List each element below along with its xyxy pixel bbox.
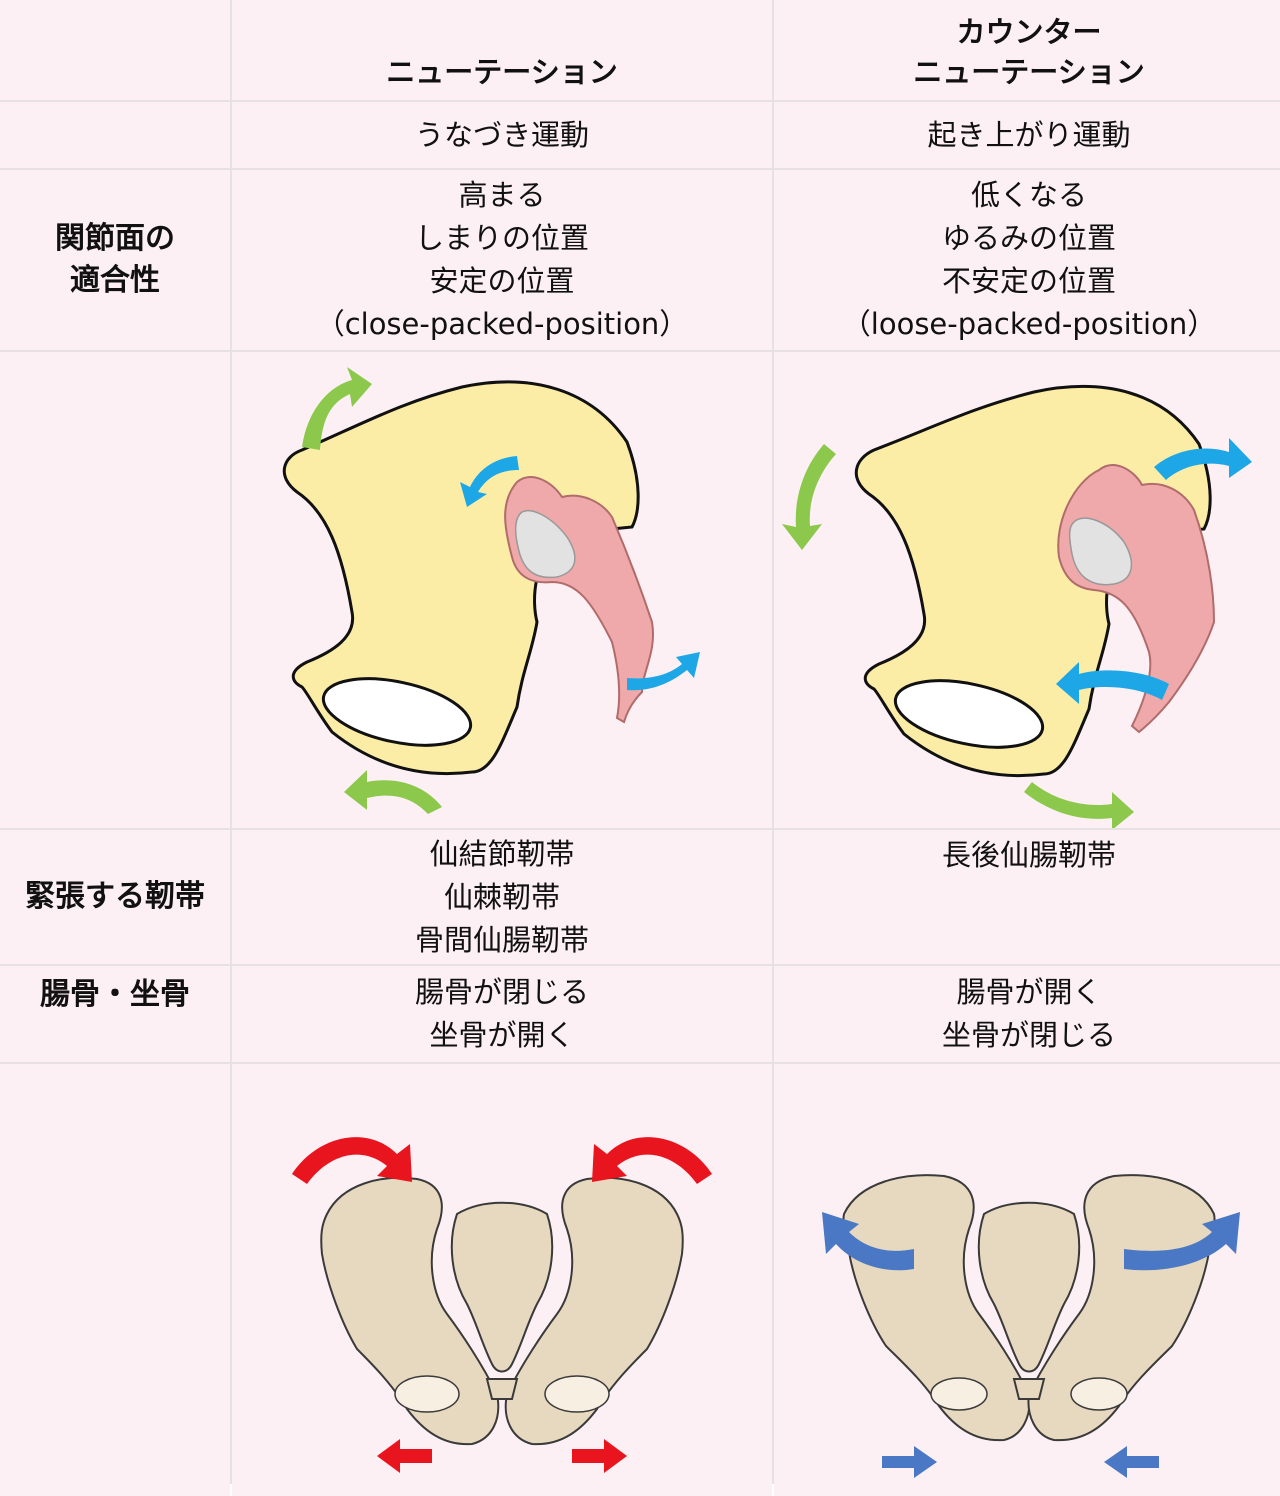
ligament-item: 骨間仙腸靭帯 (414, 922, 589, 957)
blue-arrow-upper (1154, 438, 1252, 480)
sacrum-shape (1057, 464, 1216, 734)
label-line: 腸骨・坐骨 (40, 977, 190, 1012)
obturator-right (544, 1375, 610, 1413)
motion-nutation-text: うなづき運動 (414, 117, 589, 152)
label-line: 緊張する靭帯 (25, 879, 205, 914)
ligament-item: 仙結節靭帯 (429, 836, 575, 871)
congruence-line: しまりの位置 (414, 221, 589, 255)
motion-counter-text: 起き上がり運動 (927, 117, 1131, 152)
obturator-foramen (321, 677, 473, 747)
pelvis-front-shape (842, 1174, 1216, 1442)
counter-lateral-figure (774, 352, 1280, 828)
ilium-ischium-line: 坐骨が閉じる (941, 1018, 1116, 1052)
blue-arrow-lower (1056, 662, 1169, 704)
frontal-label-empty (0, 1064, 230, 1496)
blue-curved-arrow-right (1124, 1212, 1240, 1271)
header-counter-nutation: カウンター ニューテーション (774, 0, 1280, 100)
red-arrow-right (572, 1439, 627, 1473)
obturator-right (1070, 1377, 1128, 1411)
green-arrow-bottom (1024, 782, 1134, 828)
ilium-ischium-counter: 腸骨が開く 坐骨が閉じる (774, 966, 1280, 1062)
congruence-line: 不安定の位置 (941, 264, 1116, 298)
ilium-ischium-line: 腸骨が閉じる (414, 975, 589, 1009)
blue-arrow-left (882, 1446, 937, 1478)
header-counter-line-1: カウンター (956, 15, 1102, 49)
pelvis-front-shape (320, 1176, 684, 1446)
nutation-frontal-figure (232, 1064, 772, 1496)
nutation-lateral-figure (232, 352, 772, 828)
label-line: 関節面の (55, 221, 175, 256)
row-label-congruence: 関節面の 適合性 (0, 170, 230, 350)
ligament-item: 長後仙腸靭帯 (941, 838, 1116, 872)
congruence-line: 低くなる (970, 178, 1087, 212)
blue-arrow-right (1104, 1446, 1159, 1478)
motion-counter: 起き上がり運動 (774, 102, 1280, 168)
nutation-frontal-svg (292, 1137, 712, 1473)
obturator-left (930, 1377, 988, 1411)
congruence-line: （loose-packed-position） (841, 307, 1217, 341)
red-curved-arrow-right (592, 1137, 712, 1184)
counter-frontal-svg (822, 1174, 1240, 1478)
motion-nutation: うなづき運動 (232, 102, 772, 168)
row-label-ilium-ischium: 腸骨・坐骨 (0, 966, 230, 1062)
sacrum-shape (504, 476, 654, 724)
row-label-motion (0, 102, 230, 168)
nutation-lateral-svg (282, 367, 700, 814)
row-label-ligaments: 緊張する靭帯 (0, 830, 230, 964)
blue-arrow-lower (627, 652, 700, 691)
congruence-line: 安定の位置 (429, 264, 575, 298)
ligaments-counter: 長後仙腸靭帯 (774, 830, 1280, 964)
header-nutation: ニューテーション (232, 0, 772, 100)
congruence-line: 高まる (458, 178, 546, 212)
blue-curved-arrow-left (822, 1212, 914, 1271)
ilium-ischium-line: 腸骨が開く (956, 975, 1102, 1009)
illustration-label-empty (0, 352, 230, 828)
congruence-line: ゆるみの位置 (941, 221, 1116, 255)
blue-arrow-upper (460, 456, 519, 507)
header-nutation-line: ニューテーション (386, 55, 618, 89)
ilium-shape (282, 380, 640, 776)
label-line: 適合性 (70, 263, 160, 298)
congruence-line: （close-packed-position） (315, 307, 689, 341)
green-arrow-top (782, 444, 836, 550)
counter-frontal-figure (774, 1064, 1280, 1496)
counter-lateral-svg (782, 385, 1252, 828)
ilium-ischium-nutation: 腸骨が閉じる 坐骨が開く (232, 966, 772, 1062)
obturator-foramen (893, 679, 1045, 749)
red-arrow-left (377, 1439, 432, 1473)
green-arrow-bottom (344, 770, 442, 814)
obturator-left (394, 1375, 460, 1413)
congruence-counter: 低くなる ゆるみの位置 不安定の位置 （loose-packed-positio… (774, 170, 1280, 350)
congruence-nutation: 高まる しまりの位置 安定の位置 （close-packed-position） (232, 170, 772, 350)
ilium-ischium-line: 坐骨が開く (429, 1018, 575, 1052)
ligaments-nutation: 仙結節靭帯 仙棘靭帯 骨間仙腸靭帯 (232, 830, 772, 964)
red-curved-arrow-left (292, 1137, 412, 1184)
corner-cell (0, 0, 230, 100)
ligament-item: 仙棘靭帯 (443, 879, 560, 914)
header-counter-line-2: ニューテーション (913, 55, 1145, 89)
green-arrow-top (302, 367, 372, 450)
